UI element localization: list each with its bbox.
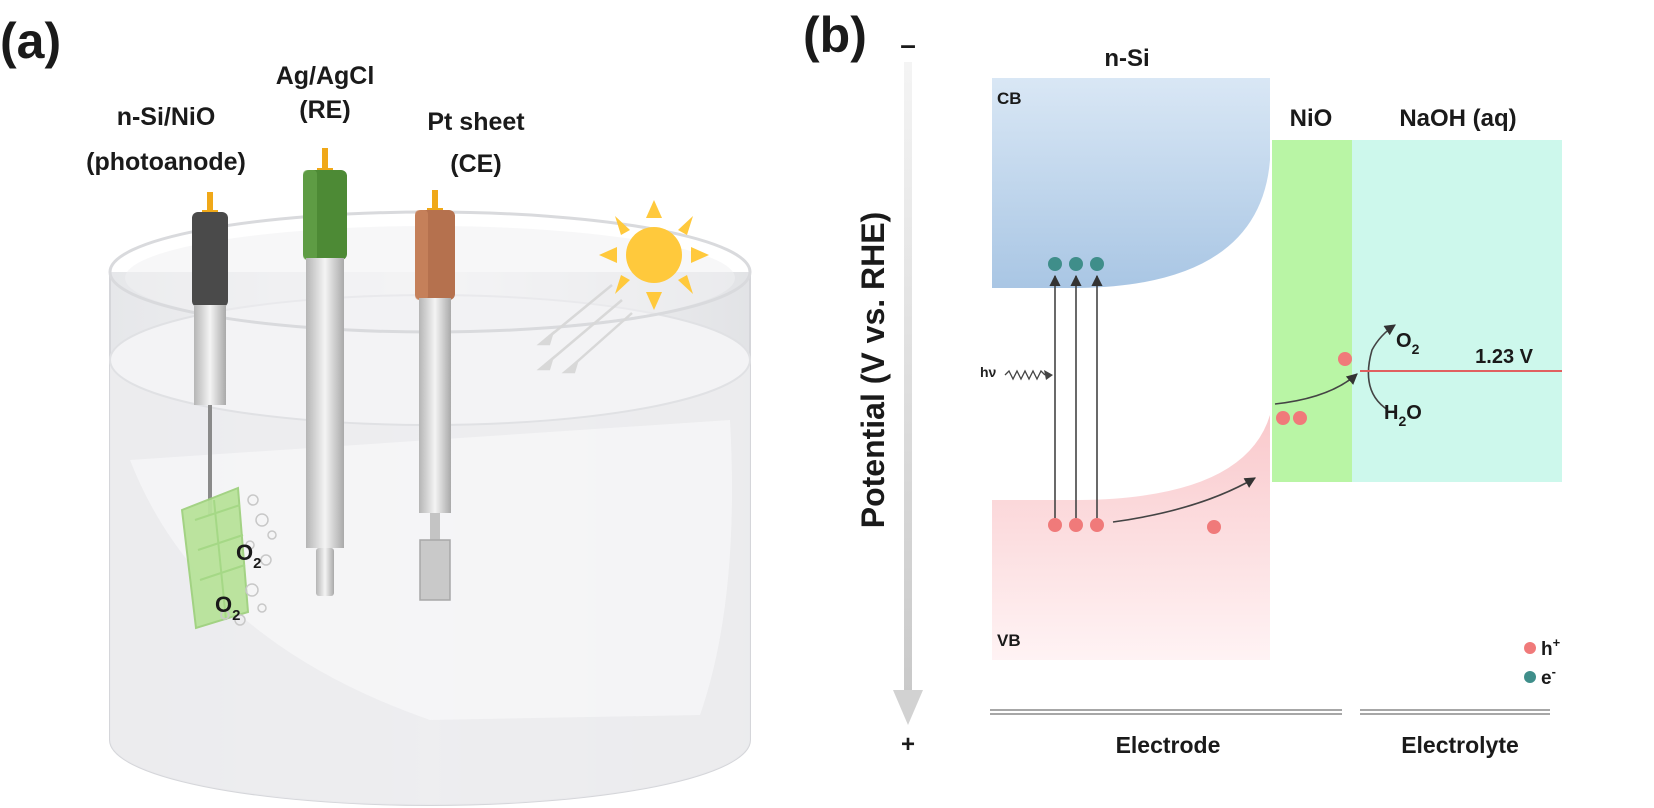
pt-sheet: [419, 539, 451, 601]
legend-electron-marker: [1524, 671, 1536, 683]
axis-title: Potential (V vs. RHE): [855, 212, 891, 529]
valence-band: [992, 415, 1270, 660]
working-electrode-cap: [192, 212, 228, 307]
hole: [1276, 411, 1290, 425]
hole: [1048, 518, 1062, 532]
panel-b: (b) – + Potential (V vs. RHE) CB VB n-Si…: [803, 7, 1562, 758]
cb-label: CB: [997, 89, 1022, 108]
potential-axis: – + Potential (V vs. RHE): [855, 29, 923, 758]
electrolyte-caption: Electrolyte: [1401, 732, 1519, 758]
counter-electrode-label-role: (CE): [450, 150, 501, 178]
h2o-reactant-label: H2O: [1384, 402, 1422, 429]
o2-product-label: O2: [1396, 330, 1420, 357]
light-rays: [536, 284, 633, 374]
photon-wave-icon: [1004, 369, 1046, 381]
axis-arrowhead: [893, 690, 923, 725]
nio-layer: [1272, 140, 1352, 482]
bubble-label-1: O2: [236, 540, 261, 572]
reference-electrode: Ag/AgCl (RE): [276, 62, 375, 596]
panel-b-tag: (b): [803, 7, 867, 63]
working-electrode-label-name: n-Si/NiO: [117, 103, 216, 131]
nio-label: NiO: [1290, 105, 1333, 132]
axis-line: [904, 62, 912, 692]
axis-bottom-sign: +: [901, 731, 915, 758]
holes-vb: [1048, 352, 1352, 534]
panel-a: (a) O2 O2 n-Si/NiO: [0, 13, 752, 806]
legend-hole-marker: [1524, 642, 1536, 654]
legend-electron-label: e-: [1541, 664, 1556, 689]
bottom-dividers: [990, 709, 1550, 715]
electrode-caption: Electrode: [1116, 732, 1221, 758]
photon-label: hν: [980, 364, 997, 380]
electron: [1069, 257, 1083, 271]
legend: h+ e-: [1524, 635, 1561, 689]
electrons-cb: [1048, 257, 1104, 271]
bubble-label-2: O2: [215, 592, 240, 624]
electrolyte-region: [1352, 140, 1562, 482]
reference-electrode-label-name: Ag/AgCl: [276, 62, 375, 90]
reference-electrode-label-role: (RE): [299, 96, 350, 124]
nsi-label: n-Si: [1104, 45, 1149, 72]
electrolyte-region-label: NaOH (aq): [1399, 105, 1516, 132]
panel-a-tag: (a): [0, 13, 61, 69]
water-oxidation-arrow: [1367, 324, 1396, 411]
hole: [1090, 518, 1104, 532]
axis-top-sign: –: [900, 29, 916, 60]
conduction-band: [992, 78, 1270, 288]
working-electrode-label-role: (photoanode): [86, 148, 246, 176]
hole: [1338, 352, 1352, 366]
sun-icon: [599, 200, 709, 310]
hole: [1207, 520, 1221, 534]
hole: [1293, 411, 1307, 425]
legend-hole-label: h+: [1541, 635, 1561, 660]
counter-electrode: Pt sheet (CE): [415, 108, 525, 601]
hole-transfer-arrow: [1112, 477, 1256, 523]
hole-injection-arrow: [1274, 373, 1358, 405]
vb-label: VB: [997, 631, 1021, 650]
working-electrode: O2 O2 n-Si/NiO (photoanode): [86, 103, 277, 630]
redox-potential-label: 1.23 V: [1475, 346, 1533, 368]
counter-electrode-label-name: Pt sheet: [427, 108, 525, 136]
photoanode-sample: [180, 486, 250, 630]
excitation-arrows: [1049, 274, 1103, 518]
hole: [1069, 518, 1083, 532]
electron: [1048, 257, 1062, 271]
electron: [1090, 257, 1104, 271]
